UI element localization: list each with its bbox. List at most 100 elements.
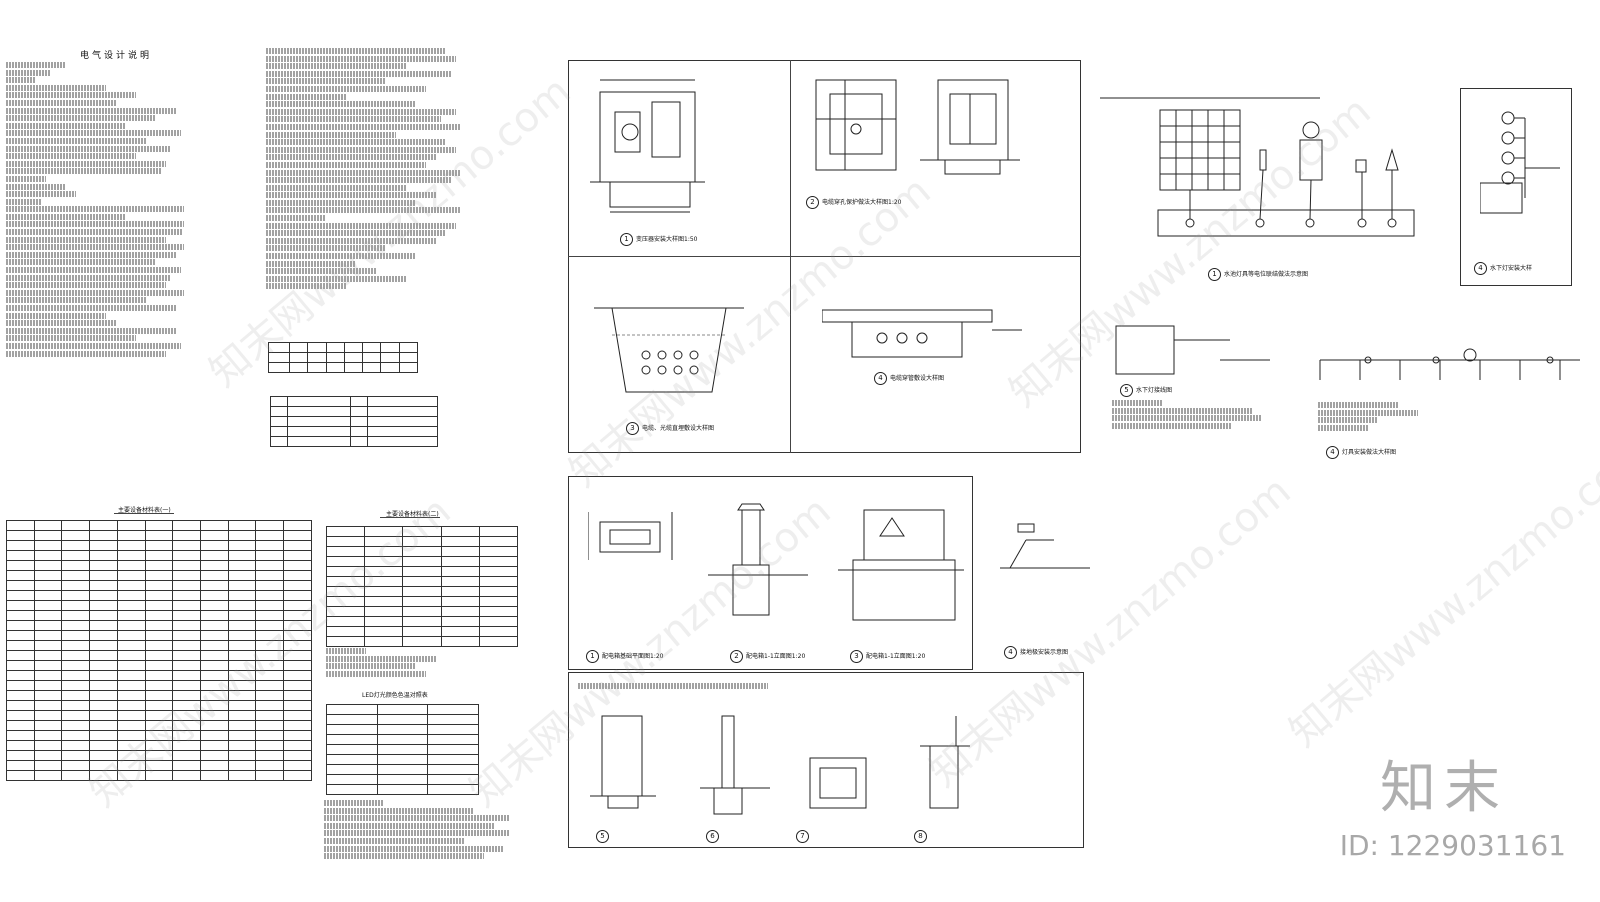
table-cell (89, 730, 118, 741)
table-cell (61, 630, 91, 641)
table-cell (144, 670, 174, 681)
table-cell (61, 570, 91, 581)
table-cell (364, 576, 404, 587)
table-cell (283, 660, 312, 671)
table-cell (172, 770, 202, 781)
table-cell (283, 730, 312, 741)
table-cell (283, 590, 312, 601)
table-cell (144, 680, 174, 691)
table-cell (402, 526, 442, 537)
table-cell (227, 680, 257, 691)
table-cell (227, 730, 257, 741)
table-cell (402, 566, 442, 577)
table-cell (89, 740, 118, 751)
table-row (6, 710, 312, 721)
table-cell (33, 730, 63, 741)
table-cell (478, 636, 519, 647)
table-cell (6, 760, 35, 771)
table-cell (116, 660, 146, 671)
table-cell (440, 536, 480, 547)
table-cell (33, 660, 63, 671)
table-cell (200, 640, 229, 651)
table-cell (33, 760, 63, 771)
table-row (6, 560, 312, 571)
table-cell (89, 540, 118, 551)
table-cell (200, 580, 229, 591)
table-cell (200, 530, 229, 541)
table-cell (200, 750, 229, 761)
table-row (6, 650, 312, 661)
table-cell (364, 636, 404, 647)
table-row (325, 536, 519, 547)
table-cell (172, 720, 202, 731)
table-cell (116, 570, 146, 581)
table-row (325, 596, 519, 607)
table-cell (255, 540, 285, 551)
table-cell (33, 540, 63, 551)
table-row (326, 764, 479, 775)
table-cell (200, 670, 229, 681)
table-cell (364, 626, 404, 637)
table-cell (283, 650, 312, 661)
table-cell (172, 530, 202, 541)
equipment-table-2 (325, 526, 519, 647)
table-cell (33, 690, 63, 701)
table-cell (283, 560, 312, 571)
table-cell (255, 630, 285, 641)
table-cell (227, 590, 257, 601)
table-cell (116, 690, 146, 701)
table-cell (255, 580, 285, 591)
table-cell (364, 566, 404, 577)
table-cell (144, 730, 174, 741)
table-cell (33, 520, 63, 531)
table-cell (116, 640, 146, 651)
table-cell (144, 710, 174, 721)
table-cell (376, 734, 429, 745)
table-cell (402, 536, 442, 547)
table-cell (227, 620, 257, 631)
table-cell (172, 600, 202, 611)
table-cell (478, 526, 519, 537)
table-cell (326, 784, 378, 795)
table-cell (6, 650, 35, 661)
table-row (326, 714, 479, 725)
table-cell (172, 730, 202, 741)
table-cell (200, 630, 229, 641)
table-cell (440, 546, 480, 557)
table-cell (440, 616, 480, 627)
table-cell (283, 670, 312, 681)
bonding-drawing (1100, 97, 1415, 237)
table-cell (227, 610, 257, 621)
lamp-caption-4: 8 (914, 830, 930, 843)
table-cell (61, 710, 91, 721)
table-cell (144, 600, 174, 611)
table-cell (255, 660, 285, 671)
table-cell (200, 560, 229, 571)
table-cell (326, 754, 378, 765)
table-cell (89, 770, 118, 781)
table-cell (61, 680, 91, 691)
table-cell (61, 540, 91, 551)
table-cell (478, 576, 519, 587)
table-row (6, 590, 312, 601)
table-row (6, 670, 312, 681)
table-cell (402, 556, 442, 567)
table-cell (89, 750, 118, 761)
table-cell (326, 714, 378, 725)
table-cell (402, 546, 442, 557)
notes-column-2 (266, 48, 466, 291)
table-cell (255, 710, 285, 721)
table-cell (255, 680, 285, 691)
table-row (6, 740, 312, 751)
table-cell (6, 580, 35, 591)
table-cell (255, 770, 285, 781)
table-row (6, 770, 312, 781)
table-cell (6, 740, 35, 751)
table-cell (478, 546, 519, 557)
table-cell (172, 610, 202, 621)
table-cell (6, 690, 35, 701)
table-cell (200, 610, 229, 621)
table-cell (283, 580, 312, 591)
table-cell (172, 560, 202, 571)
